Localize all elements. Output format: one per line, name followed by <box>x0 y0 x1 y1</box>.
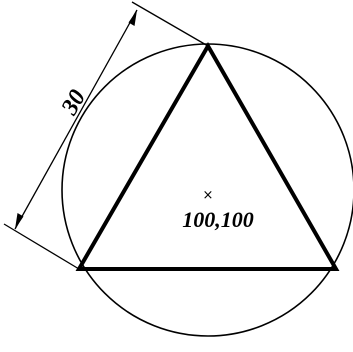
dimension-line <box>14 9 138 230</box>
extension-line-bottom <box>3 223 80 270</box>
equilateral-triangle <box>75 41 340 271</box>
dimension-arrow-bottom <box>15 213 24 229</box>
extension-line-top <box>131 1 209 47</box>
center-point-marker: × <box>203 188 214 203</box>
dimension-label: 30 <box>56 86 91 121</box>
center-coordinate-label: 100,100 <box>182 207 254 232</box>
dimension-arrow-top <box>128 10 137 26</box>
